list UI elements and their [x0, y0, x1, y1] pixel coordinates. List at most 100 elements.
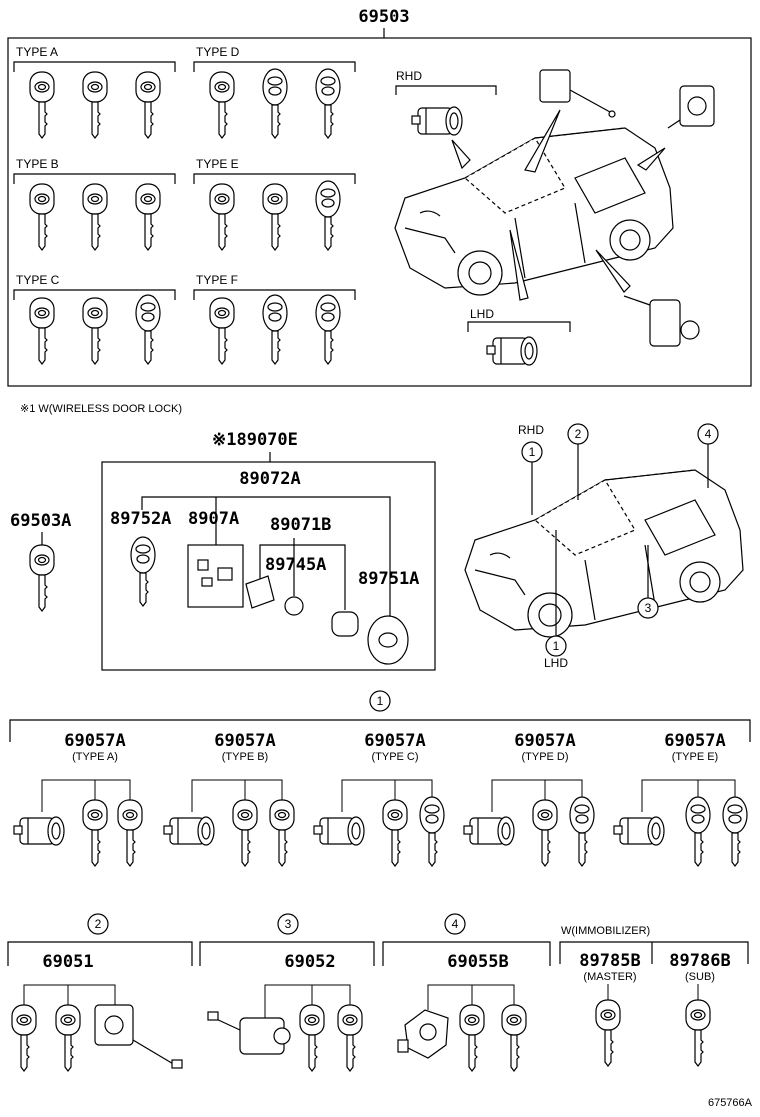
key-icon	[29, 297, 55, 365]
part-number-89752a: 89752A	[110, 509, 171, 529]
part-number-89745a: 89745A	[265, 555, 326, 575]
sub-key-icon	[685, 999, 711, 1067]
svg-text:TYPE A: TYPE A	[16, 45, 58, 59]
svg-text:69057A: 69057A	[364, 731, 425, 751]
svg-text:3: 3	[285, 917, 292, 931]
svg-text:69057A: 69057A	[514, 731, 575, 751]
svg-text:TYPE D: TYPE D	[196, 45, 240, 59]
remote-key-icon	[315, 68, 341, 139]
callout-2: 2	[575, 427, 582, 441]
lhd-label: LHD	[544, 656, 568, 670]
cover-cap-icon	[331, 611, 359, 637]
svg-text:4: 4	[452, 917, 459, 931]
vehicle-illustration-top: RHD LHD	[394, 69, 715, 366]
svg-text:1: 1	[377, 694, 384, 708]
svg-text:(MASTER): (MASTER)	[583, 971, 636, 983]
key-icon	[262, 183, 288, 251]
footnote: ※1 W(WIRELESS DOOR LOCK)	[20, 403, 182, 415]
key-icon	[135, 71, 161, 139]
key-icon	[209, 71, 235, 139]
svg-text:(TYPE E): (TYPE E)	[672, 751, 718, 763]
remote-key-icon	[262, 294, 288, 365]
lhd-label: LHD	[470, 307, 494, 321]
lock-cylinder-icon	[411, 106, 463, 136]
part-number-8907a: 8907A	[188, 509, 239, 529]
kit-frame	[101, 461, 436, 671]
part-number-89786b: 89786B	[669, 951, 730, 971]
immobilizer-keys: W(IMMOBILIZER) 89785B (MASTER) 89786B (S…	[559, 925, 749, 1067]
svg-text:69052: 69052	[284, 952, 335, 972]
remote-key-icon	[135, 294, 161, 365]
type-group-b: TYPE B	[13, 157, 176, 251]
svg-text:2: 2	[95, 917, 102, 931]
callout-3: 3	[645, 601, 652, 615]
svg-text:(SUB): (SUB)	[685, 971, 715, 983]
cylinder-set-type-e: 69057A (TYPE E)	[613, 731, 748, 867]
key-case-icon	[367, 615, 409, 665]
key-icon	[29, 183, 55, 251]
svg-text:TYPE E: TYPE E	[196, 157, 239, 171]
type-group-e: TYPE E	[193, 157, 356, 251]
drawing-number: 675766A	[708, 1097, 753, 1109]
key-icon	[135, 183, 161, 251]
key-icon	[209, 297, 235, 365]
part-number-89785b: 89785B	[579, 951, 640, 971]
cylinder-set-type-b: 69057A (TYPE B)	[163, 731, 295, 867]
group-69055b: 4 69055B	[382, 913, 551, 1072]
part-number-89072a: 89072A	[239, 469, 300, 489]
svg-text:TYPE F: TYPE F	[196, 273, 238, 287]
ignition-switch-icon	[667, 85, 715, 129]
circuit-board-icon	[187, 544, 244, 608]
part-number-69503: 69503	[358, 7, 409, 27]
callout-4: 4	[705, 427, 712, 441]
remote-key-icon	[315, 294, 341, 365]
group-69052: 3 69052	[199, 913, 375, 1072]
svg-text:(TYPE C): (TYPE C)	[371, 751, 418, 763]
key-cover-icon	[245, 575, 275, 609]
cylinder-set-type-d: 69057A (TYPE D)	[463, 731, 595, 867]
type-group-d: TYPE D	[193, 45, 356, 139]
svg-text:(TYPE B): (TYPE B)	[222, 751, 268, 763]
callout-1: 1	[529, 445, 536, 459]
remote-key-icon	[315, 180, 341, 251]
remote-key-icon	[262, 68, 288, 139]
part-number-89071b: 89071B	[270, 515, 331, 535]
svg-text:TYPE B: TYPE B	[16, 157, 59, 171]
key-icon	[82, 71, 108, 139]
key-icon	[29, 544, 55, 612]
rhd-label: RHD	[396, 69, 422, 83]
cylinder-set-type-a: 69057A (TYPE A)	[13, 731, 143, 867]
key-icon	[82, 297, 108, 365]
type-group-f: TYPE F	[193, 273, 356, 365]
battery-icon	[284, 596, 304, 616]
remote-key-icon	[130, 536, 156, 607]
type-group-a: TYPE A	[13, 45, 176, 139]
master-key-icon	[595, 999, 621, 1067]
svg-text:TYPE C: TYPE C	[16, 273, 60, 287]
marker-1	[369, 690, 391, 712]
cylinder-set-type-c: 69057A (TYPE C)	[313, 731, 445, 867]
group-69051: 2 69051	[7, 913, 193, 1072]
key-icon	[209, 183, 235, 251]
svg-text:69057A: 69057A	[664, 731, 725, 751]
pointer-arrows	[451, 109, 666, 301]
top-frame	[7, 37, 752, 387]
callout-1-lhd: 1	[553, 639, 560, 653]
svg-text:(TYPE A): (TYPE A)	[72, 751, 118, 763]
rear-lock-icon	[623, 295, 700, 347]
immobilizer-label: W(IMMOBILIZER)	[561, 925, 650, 937]
key-icon	[82, 183, 108, 251]
svg-text:69057A: 69057A	[64, 731, 125, 751]
door-lock-actuator-icon	[539, 69, 616, 118]
part-number-69503a: 69503A	[10, 511, 71, 531]
part-number-89751a: 89751A	[358, 569, 419, 589]
part-number-89070e: ※189070E	[212, 430, 298, 450]
vehicle-illustration-locations: RHD 1 2 4 3 1 LHD	[464, 423, 744, 670]
rhd-label: RHD	[518, 423, 544, 437]
svg-text:(TYPE D): (TYPE D)	[521, 751, 568, 763]
lock-cylinder-icon	[486, 336, 538, 366]
type-group-c: TYPE C	[13, 273, 176, 365]
svg-text:69057A: 69057A	[214, 731, 275, 751]
svg-text:69055B: 69055B	[447, 952, 508, 972]
